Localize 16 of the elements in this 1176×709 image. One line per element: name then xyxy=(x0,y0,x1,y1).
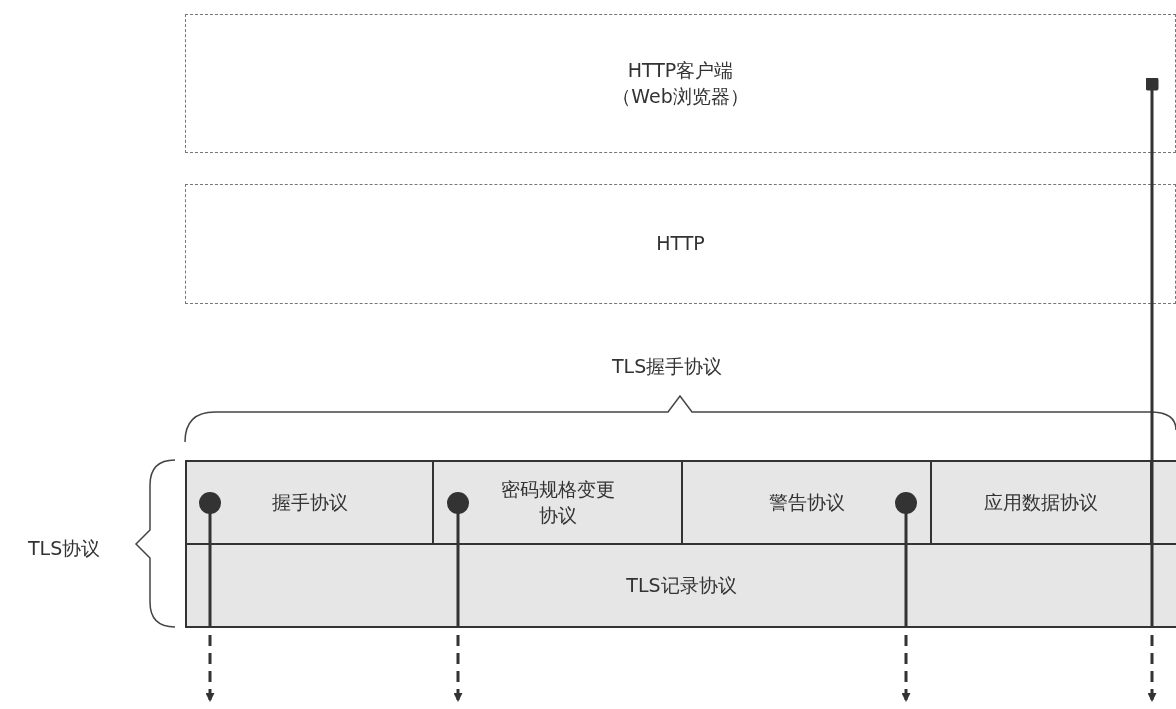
bracket-label: TLS协议 xyxy=(28,536,101,561)
arrow xyxy=(1145,77,1159,702)
protocol-name: 握手协议 xyxy=(271,489,348,515)
arrow xyxy=(447,492,469,702)
protocol-name: HTTP xyxy=(656,231,705,257)
protocol-name: 密码规格变更协议 xyxy=(499,476,616,528)
bracket-label: TLS握手协议 xyxy=(612,354,723,379)
layer-box xyxy=(185,14,1176,153)
protocol-name: 应用数据协议 xyxy=(984,489,1098,515)
arrow xyxy=(895,492,917,702)
layer-box xyxy=(185,184,1176,304)
protocol-name: （Web浏览器） xyxy=(612,83,749,109)
protocol-name: HTTP客户端 xyxy=(627,57,734,83)
protocol-name: 警告协议 xyxy=(768,489,845,515)
arrow xyxy=(199,492,221,702)
protocol-name: TLS记录协议 xyxy=(626,572,737,598)
